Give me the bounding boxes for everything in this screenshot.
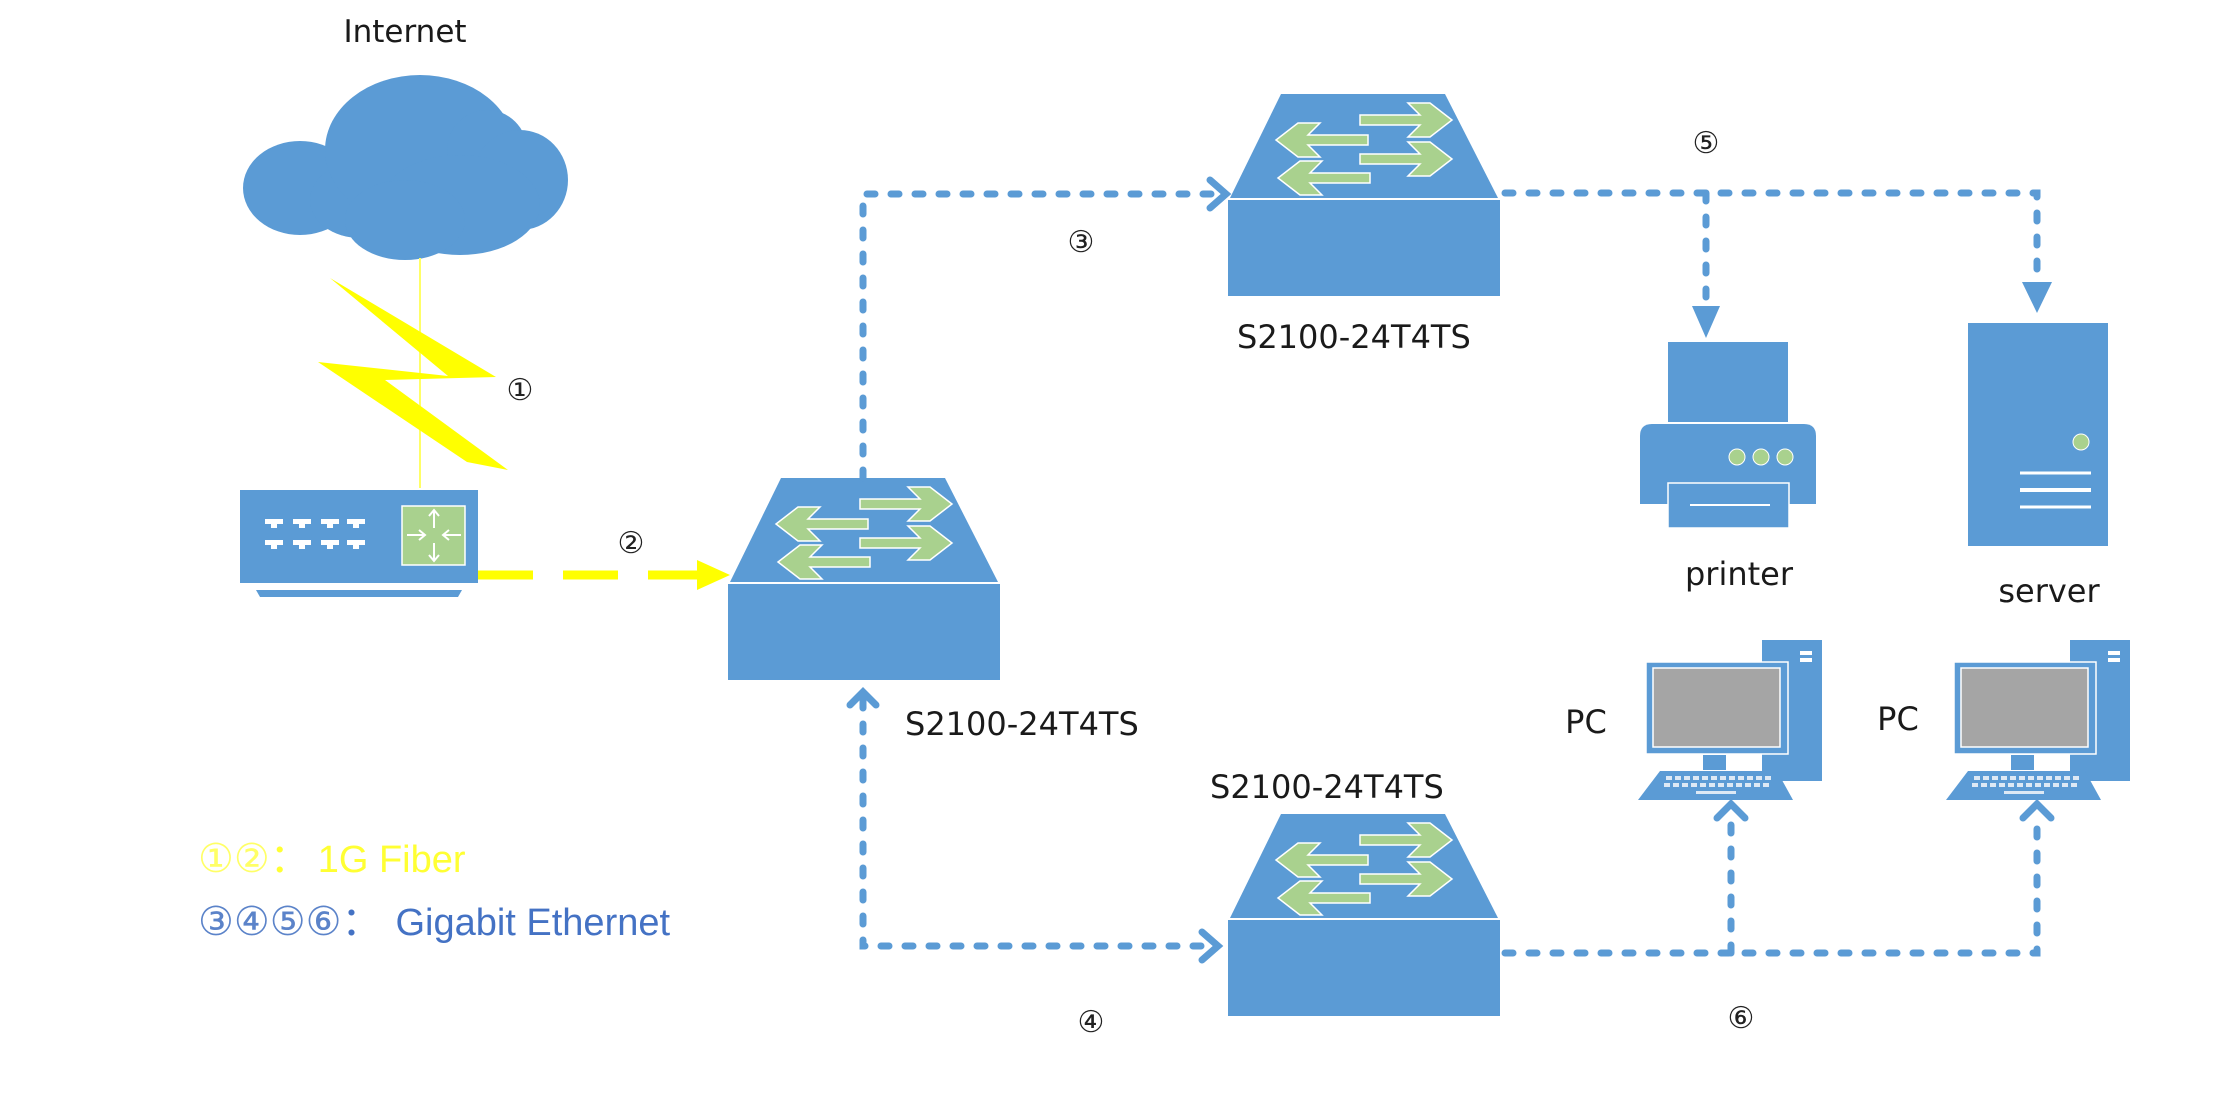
core-switch-icon	[728, 478, 1000, 680]
printer-arrowhead	[1692, 306, 1720, 338]
legend-ethernet-markers: ③④⑤⑥	[198, 899, 341, 945]
ethernet-link-3	[859, 190, 1219, 482]
server-label: server	[1998, 572, 2100, 610]
core-switch-label: S2100-24T4TS	[905, 705, 1139, 743]
link-marker-3: ③	[1068, 225, 1095, 260]
legend-fiber: ①②：1G Fiber	[198, 836, 466, 882]
router-arrows-icon	[407, 508, 461, 563]
router-icon	[240, 490, 478, 597]
pc1-label: PC	[1565, 703, 1607, 741]
bottom-switch-icon-arrows-icon	[1274, 822, 1454, 916]
link-marker-4: ④	[1078, 1005, 1105, 1040]
ethernet-link-4	[859, 696, 1214, 950]
bottom-switch-icon	[1228, 814, 1500, 1016]
link-marker-2: ②	[618, 526, 645, 561]
server-icon	[1968, 323, 2108, 546]
internet-label: Internet	[343, 14, 466, 50]
ethernet-link-6	[1501, 811, 2041, 957]
top-switch-label: S2100-24T4TS	[1237, 318, 1471, 356]
lightning-icon	[318, 278, 508, 470]
top-switch-icon	[1228, 94, 1500, 296]
pc1-icon-keyboard-keys	[1664, 776, 1771, 794]
legend-ethernet-sep: ：	[341, 900, 381, 944]
ethernet-link-6-pc1-arrowhead	[1713, 799, 1749, 822]
link-marker-5: ⑤	[1693, 126, 1720, 161]
ethernet-link-4-start-arrowhead	[846, 687, 880, 709]
cloud-icon	[243, 75, 568, 260]
pc2-icon-keyboard-keys	[1972, 776, 2079, 794]
core-switch-icon-arrows-icon	[774, 486, 954, 580]
link-marker-6: ⑥	[1728, 1001, 1755, 1036]
pc2-label: PC	[1877, 700, 1919, 738]
ethernet-link-4-arrowhead	[1198, 928, 1224, 964]
pc1-icon	[1638, 640, 1822, 800]
top-switch-icon-arrows-icon	[1274, 102, 1454, 196]
printer-label: printer	[1685, 555, 1794, 593]
legend: ①②：1G Fiber ③④⑤⑥：Gigabit Ethernet	[198, 836, 670, 945]
router-ports-icon	[265, 519, 365, 549]
fiber-link-2-arrowhead	[697, 560, 730, 590]
legend-fiber-text: 1G Fiber	[318, 839, 466, 881]
pc2-icon	[1946, 640, 2130, 800]
ethernet-links	[846, 176, 2055, 964]
legend-ethernet: ③④⑤⑥： Gigabit Ethernet	[198, 899, 670, 945]
server-arrowhead	[2022, 282, 2052, 313]
ethernet-link-5	[1501, 189, 2041, 284]
printer-icon	[1640, 342, 1816, 529]
legend-ethernet-text: Gigabit Ethernet	[395, 902, 670, 944]
bottom-switch-label: S2100-24T4TS	[1210, 768, 1444, 806]
legend-fiber-markers: ①②	[198, 836, 270, 882]
ethernet-link-6-pc2-arrowhead	[2019, 799, 2055, 822]
ethernet-link-3-arrowhead	[1206, 176, 1232, 212]
link-marker-1: ①	[507, 373, 534, 408]
legend-fiber-sep: ：	[270, 837, 310, 881]
